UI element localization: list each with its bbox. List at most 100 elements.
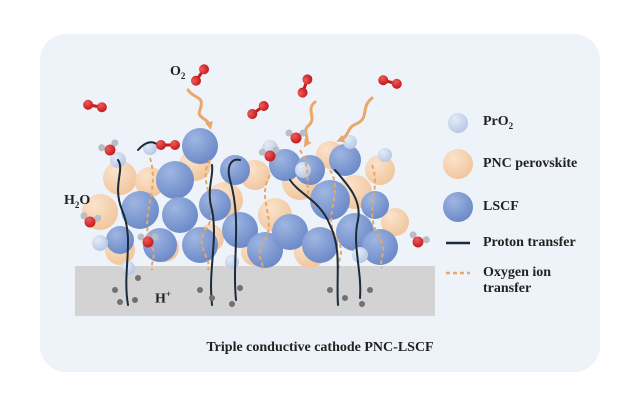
h-atom — [80, 212, 88, 220]
o-atom — [142, 236, 154, 248]
o-atom — [84, 216, 96, 228]
proton-dot — [117, 299, 123, 305]
arrow-2 — [303, 100, 317, 148]
pnc-particle — [381, 208, 409, 236]
o2-atom — [96, 102, 107, 113]
pro2-particle — [225, 255, 239, 269]
electrolyte-protons — [112, 275, 373, 307]
o2-molecule — [83, 99, 107, 113]
oxygen-adsorption-arrows — [186, 88, 374, 148]
o2-atom — [247, 109, 258, 120]
proton-dot — [229, 301, 235, 307]
lscf-particle — [361, 191, 389, 219]
pro2-particle — [121, 261, 135, 275]
electrolyte-layer — [75, 266, 435, 316]
h-atom — [409, 231, 417, 239]
h2o-molecule — [98, 139, 119, 156]
h2o-molecule — [285, 129, 307, 144]
lscf-particle — [156, 161, 194, 199]
legend-pnc-swatch — [443, 149, 473, 179]
lscf-particle — [329, 144, 361, 176]
legend-pnc-label: PNC perovskite — [483, 156, 578, 171]
o2-molecule — [190, 64, 210, 86]
pro2-particle — [343, 135, 357, 149]
lscf-particle — [182, 128, 218, 164]
cathode-particles — [82, 128, 409, 275]
h2o-label: H2O — [64, 193, 91, 210]
o2-label: O2 — [170, 64, 186, 81]
pro2-particle — [352, 247, 368, 263]
lscf-particle — [272, 214, 308, 250]
o2-atom — [170, 140, 180, 150]
legend-proton-label: Proton transfer — [483, 235, 576, 250]
legend-lscf-swatch — [443, 192, 473, 222]
h-atom — [151, 233, 159, 241]
proton-paths — [117, 141, 362, 306]
lscf-particle — [220, 155, 250, 185]
o2-atom — [302, 74, 313, 85]
o-atom — [412, 236, 424, 248]
proton-dot — [135, 275, 141, 281]
o-atom — [290, 132, 302, 144]
pro2-particle — [92, 235, 108, 251]
h2o-molecule — [137, 233, 159, 248]
figure-caption: Triple conductive cathode PNC-LSCF — [206, 340, 434, 355]
pnc-particle — [365, 155, 395, 185]
h-atom — [422, 236, 430, 244]
lscf-particle — [199, 189, 231, 221]
gas-molecules — [80, 64, 430, 248]
o2-atom — [391, 78, 402, 89]
lscf-particle — [247, 232, 283, 268]
legend-lscf-label: LSCF — [483, 199, 519, 214]
pro2-particle — [378, 148, 392, 162]
h-atom — [258, 148, 266, 156]
lscf-particle — [162, 197, 198, 233]
o2-molecule — [378, 75, 402, 89]
lscf-particle — [222, 212, 258, 248]
lscf-particle — [362, 229, 398, 265]
h-atom — [94, 214, 102, 222]
h2o-molecule — [258, 146, 280, 162]
proton-dot — [237, 285, 243, 291]
oxygen-ion-paths — [146, 149, 385, 271]
legend-swatches — [443, 113, 473, 275]
legend-pro2-label: PrO2 — [483, 114, 514, 131]
proton-dot — [327, 287, 333, 293]
proton-dot — [342, 295, 348, 301]
proton-dot — [359, 301, 365, 307]
lscf-particle — [269, 149, 301, 181]
o2-molecule — [297, 74, 313, 98]
h2o-molecule — [409, 231, 430, 248]
o-atom — [264, 150, 276, 162]
o2-atom — [190, 75, 201, 86]
o2-atom — [199, 64, 210, 75]
h-atom — [137, 233, 145, 241]
proton-label: H+ — [155, 289, 172, 307]
o2-molecule — [247, 100, 269, 120]
proton-dot — [209, 295, 215, 301]
lscf-particle — [106, 226, 134, 254]
o2-atom — [378, 75, 389, 86]
h-atom — [98, 144, 106, 152]
h2o-molecule — [80, 212, 102, 228]
pro2-particle — [295, 162, 311, 178]
arrow-3 — [336, 96, 374, 143]
legend-oxygen-label: Oxygen ion transfer — [483, 265, 552, 296]
o2-atom — [258, 100, 269, 111]
arrow-1 — [186, 88, 213, 130]
o2-atom — [156, 140, 166, 150]
h-atom — [299, 129, 307, 137]
h-atom — [285, 129, 293, 137]
proton-dot — [112, 287, 118, 293]
proton-dot — [132, 297, 138, 303]
lscf-particle — [182, 227, 218, 263]
proton-dot — [367, 287, 373, 293]
lscf-particle — [302, 227, 338, 263]
legend-pro2-swatch — [448, 113, 468, 133]
o2-molecule — [156, 140, 180, 150]
proton-dot — [197, 287, 203, 293]
o2-atom — [297, 87, 308, 98]
pro2-particle — [143, 141, 157, 155]
o-atom — [104, 144, 116, 156]
